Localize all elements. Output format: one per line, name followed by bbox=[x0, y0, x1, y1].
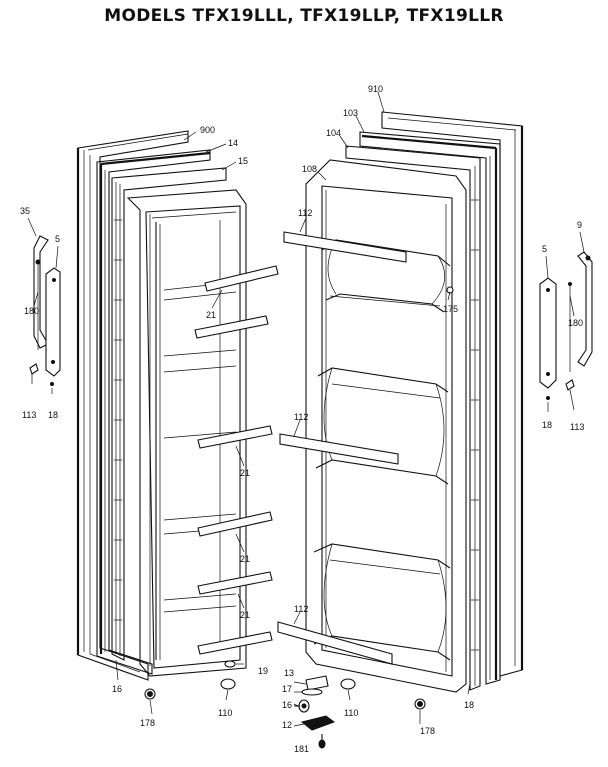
fresh-food-door-hinge-parts bbox=[340, 678, 426, 710]
freezer-outer-door-panel bbox=[76, 130, 189, 681]
fresh-food-door-assembly bbox=[277, 111, 524, 710]
freezer-door-hinge-parts bbox=[144, 660, 236, 700]
right-handle-assembly bbox=[539, 251, 593, 400]
freezer-door-gasket bbox=[96, 149, 211, 675]
callout-17: 17 bbox=[282, 684, 292, 694]
callout-18-door: 18 bbox=[464, 700, 474, 710]
callout-112-bottom: 112 bbox=[294, 604, 308, 614]
callout-5-right: 5 bbox=[542, 244, 547, 254]
callout-18-right: 18 bbox=[542, 420, 552, 430]
callout-110-right: 110 bbox=[344, 708, 358, 718]
callout-18-left: 18 bbox=[48, 410, 58, 420]
freezer-door-assembly bbox=[76, 130, 279, 700]
callout-181: 181 bbox=[294, 744, 309, 754]
bottom-hinge-parts bbox=[294, 675, 336, 749]
callout-910: 910 bbox=[368, 84, 383, 94]
callout-180-left: 180 bbox=[24, 306, 39, 316]
callout-112-top: 112 bbox=[298, 208, 312, 218]
callout-21-first: 21 bbox=[206, 310, 216, 320]
callout-180-right: 180 bbox=[568, 318, 583, 328]
freezer-door-liner bbox=[126, 189, 247, 677]
fresh-food-door-liner bbox=[305, 159, 467, 693]
callout-13: 13 bbox=[284, 668, 294, 678]
callout-16-left: 16 bbox=[112, 684, 122, 694]
callout-21-fourth: 21 bbox=[240, 610, 250, 620]
callout-175: 175 bbox=[443, 304, 458, 314]
callout-178-left: 178 bbox=[140, 718, 155, 728]
freezer-door-shelf-bars bbox=[194, 265, 279, 655]
callout-900: 900 bbox=[200, 125, 215, 135]
callout-108: 108 bbox=[302, 164, 317, 174]
callout-16-bottom: 16 bbox=[282, 700, 292, 710]
fresh-food-breaker-strip bbox=[345, 145, 481, 691]
callout-103: 103 bbox=[343, 108, 358, 118]
callout-35: 35 bbox=[20, 206, 30, 216]
callout-21-third: 21 bbox=[240, 554, 250, 564]
callout-9: 9 bbox=[577, 220, 582, 230]
fresh-food-door-shelf-bars bbox=[277, 231, 407, 665]
callout-178-right: 178 bbox=[420, 726, 435, 736]
callout-12: 12 bbox=[282, 720, 292, 730]
callout-104: 104 bbox=[326, 128, 341, 138]
callout-113-left: 113 bbox=[22, 410, 36, 420]
callout-21-second: 21 bbox=[240, 468, 250, 478]
callout-112-middle: 112 bbox=[294, 412, 308, 422]
callout-15: 15 bbox=[238, 156, 248, 166]
callout-19: 19 bbox=[258, 666, 268, 676]
callout-5-left: 5 bbox=[55, 234, 60, 244]
fresh-food-door-gasket bbox=[359, 131, 501, 685]
leader-lines bbox=[27, 91, 585, 727]
callout-110-left: 110 bbox=[218, 708, 232, 718]
callout-labels: 900 14 15 910 103 104 108 112 112 112 17… bbox=[20, 84, 584, 754]
callout-113-right: 113 bbox=[570, 422, 584, 432]
callout-14: 14 bbox=[228, 138, 238, 148]
left-handle-assembly bbox=[29, 235, 61, 386]
diagram-title: MODELS TFX19LLL, TFX19LLP, TFX19LLR bbox=[104, 6, 504, 26]
